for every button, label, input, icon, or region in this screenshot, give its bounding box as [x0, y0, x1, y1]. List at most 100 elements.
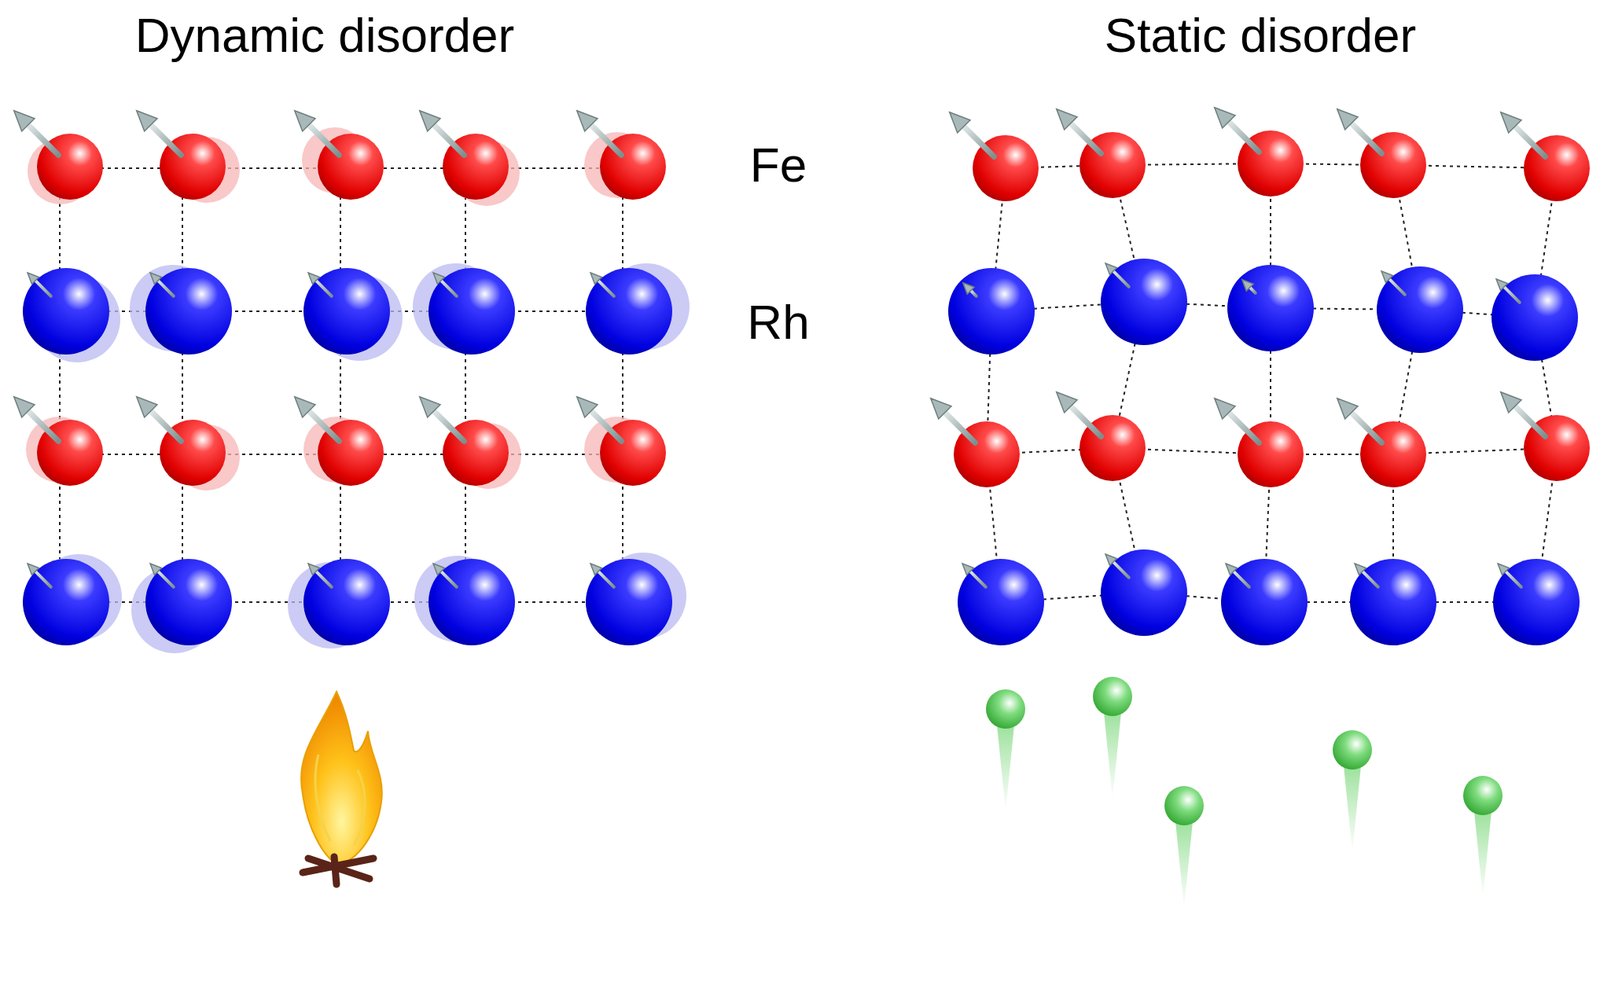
spin-arrow-head — [27, 563, 39, 575]
spin-arrow — [35, 280, 52, 297]
spin-arrow-head — [1214, 107, 1236, 129]
spin-arrow-head — [294, 397, 316, 418]
spin-arrow-head — [577, 397, 598, 418]
spin-arrow — [1351, 412, 1382, 443]
spin-arrow — [1250, 287, 1256, 294]
spin-arrow — [591, 411, 622, 442]
spin-arrow-head — [1056, 392, 1078, 413]
spin-arrow-head — [14, 397, 35, 418]
particle — [985, 689, 1026, 729]
fire-icon — [301, 691, 383, 885]
spin-arrow — [1228, 121, 1259, 152]
spin-arrow — [434, 125, 464, 155]
spin-arrow-head — [1496, 279, 1508, 291]
particle — [1332, 730, 1372, 770]
spin-arrow-head — [949, 112, 971, 133]
spin-arrow — [963, 126, 994, 157]
rh-atom — [22, 268, 110, 355]
rh-atom — [1493, 559, 1580, 646]
spin-arrow-head — [590, 563, 602, 575]
spin-arrow — [1389, 279, 1406, 295]
spin-arrow — [1070, 406, 1101, 437]
spin-arrow — [35, 571, 52, 588]
spin-arrow-head — [433, 563, 445, 575]
spin-arrow — [1351, 123, 1382, 154]
spin-arrow-head — [930, 398, 952, 420]
bond-line — [339, 168, 342, 603]
spin-arrow-head — [1337, 398, 1358, 420]
element-label: Fe — [750, 140, 807, 190]
spin-arrow-head — [14, 110, 35, 132]
spin-arrow — [28, 411, 59, 442]
spin-arrow — [1070, 123, 1101, 154]
spin-arrow — [1504, 286, 1520, 303]
rh-atom — [1227, 264, 1314, 352]
spin-arrow — [308, 125, 339, 155]
panel-heading: Dynamic disorder — [135, 11, 515, 60]
spin-arrow — [316, 280, 332, 297]
panel-heading: Static disorder — [1104, 11, 1417, 60]
spin-arrow — [441, 571, 457, 588]
spin-arrow-head — [419, 110, 441, 132]
rh-atom — [22, 559, 110, 646]
particle — [1463, 776, 1503, 816]
rh-atom — [1376, 266, 1464, 354]
spin-arrow — [598, 571, 615, 588]
spin-arrow-head — [963, 283, 975, 295]
spin-arrow — [1515, 406, 1545, 437]
spin-arrow-head — [1337, 109, 1358, 130]
spin-arrow-head — [1500, 392, 1522, 413]
spin-arrow — [1515, 126, 1545, 157]
spin-arrow — [150, 411, 181, 442]
spin-arrow-head — [308, 272, 320, 284]
rh-atom — [145, 268, 232, 355]
rh-atom — [428, 559, 515, 646]
spin-arrow — [970, 571, 986, 588]
rh-atom — [1349, 559, 1437, 646]
rh-atom — [585, 268, 673, 355]
spin-arrow — [441, 280, 457, 297]
rh-atom — [303, 559, 390, 646]
spin-arrow — [28, 125, 59, 155]
spin-arrow — [1505, 571, 1522, 588]
bond-line — [181, 168, 184, 603]
spin-arrow-head — [294, 110, 316, 132]
particle — [1164, 786, 1204, 826]
rh-atom — [585, 559, 673, 646]
rh-atom — [1100, 549, 1188, 637]
spin-arrow-head — [577, 110, 598, 132]
spin-arrow-head — [136, 110, 158, 132]
bond-line — [464, 168, 467, 603]
spin-arrow — [158, 571, 174, 588]
spin-arrow — [1233, 571, 1250, 588]
spin-arrow-head — [1354, 563, 1366, 575]
bond-line — [58, 168, 61, 603]
rh-atom — [428, 268, 515, 355]
element-label: Rh — [746, 297, 810, 347]
rh-atom — [303, 268, 390, 355]
rh-atom — [948, 268, 1035, 355]
spin-arrow — [434, 411, 464, 442]
rh-atom — [1100, 258, 1188, 346]
spin-arrow-head — [150, 563, 162, 575]
spin-arrow-head — [433, 272, 445, 284]
spin-arrow — [150, 125, 181, 155]
rh-atom — [145, 559, 232, 646]
spin-arrow — [1228, 412, 1259, 443]
spin-arrow-head — [1381, 271, 1393, 283]
spin-arrow — [945, 412, 975, 443]
spin-arrow-head — [419, 397, 441, 418]
spin-arrow — [1113, 562, 1130, 578]
spin-arrow — [308, 411, 339, 442]
spin-arrow-head — [1056, 109, 1078, 130]
spin-arrow-head — [1105, 263, 1117, 275]
spin-arrow-head — [1225, 563, 1237, 575]
spin-arrow-head — [1500, 112, 1522, 133]
particle — [1092, 676, 1133, 717]
spin-arrow — [1362, 571, 1379, 588]
rh-atom — [1221, 559, 1308, 646]
spin-arrow — [316, 571, 332, 588]
spin-arrow — [591, 125, 622, 155]
spin-arrow — [971, 290, 977, 297]
spin-arrow-head — [1497, 563, 1509, 575]
